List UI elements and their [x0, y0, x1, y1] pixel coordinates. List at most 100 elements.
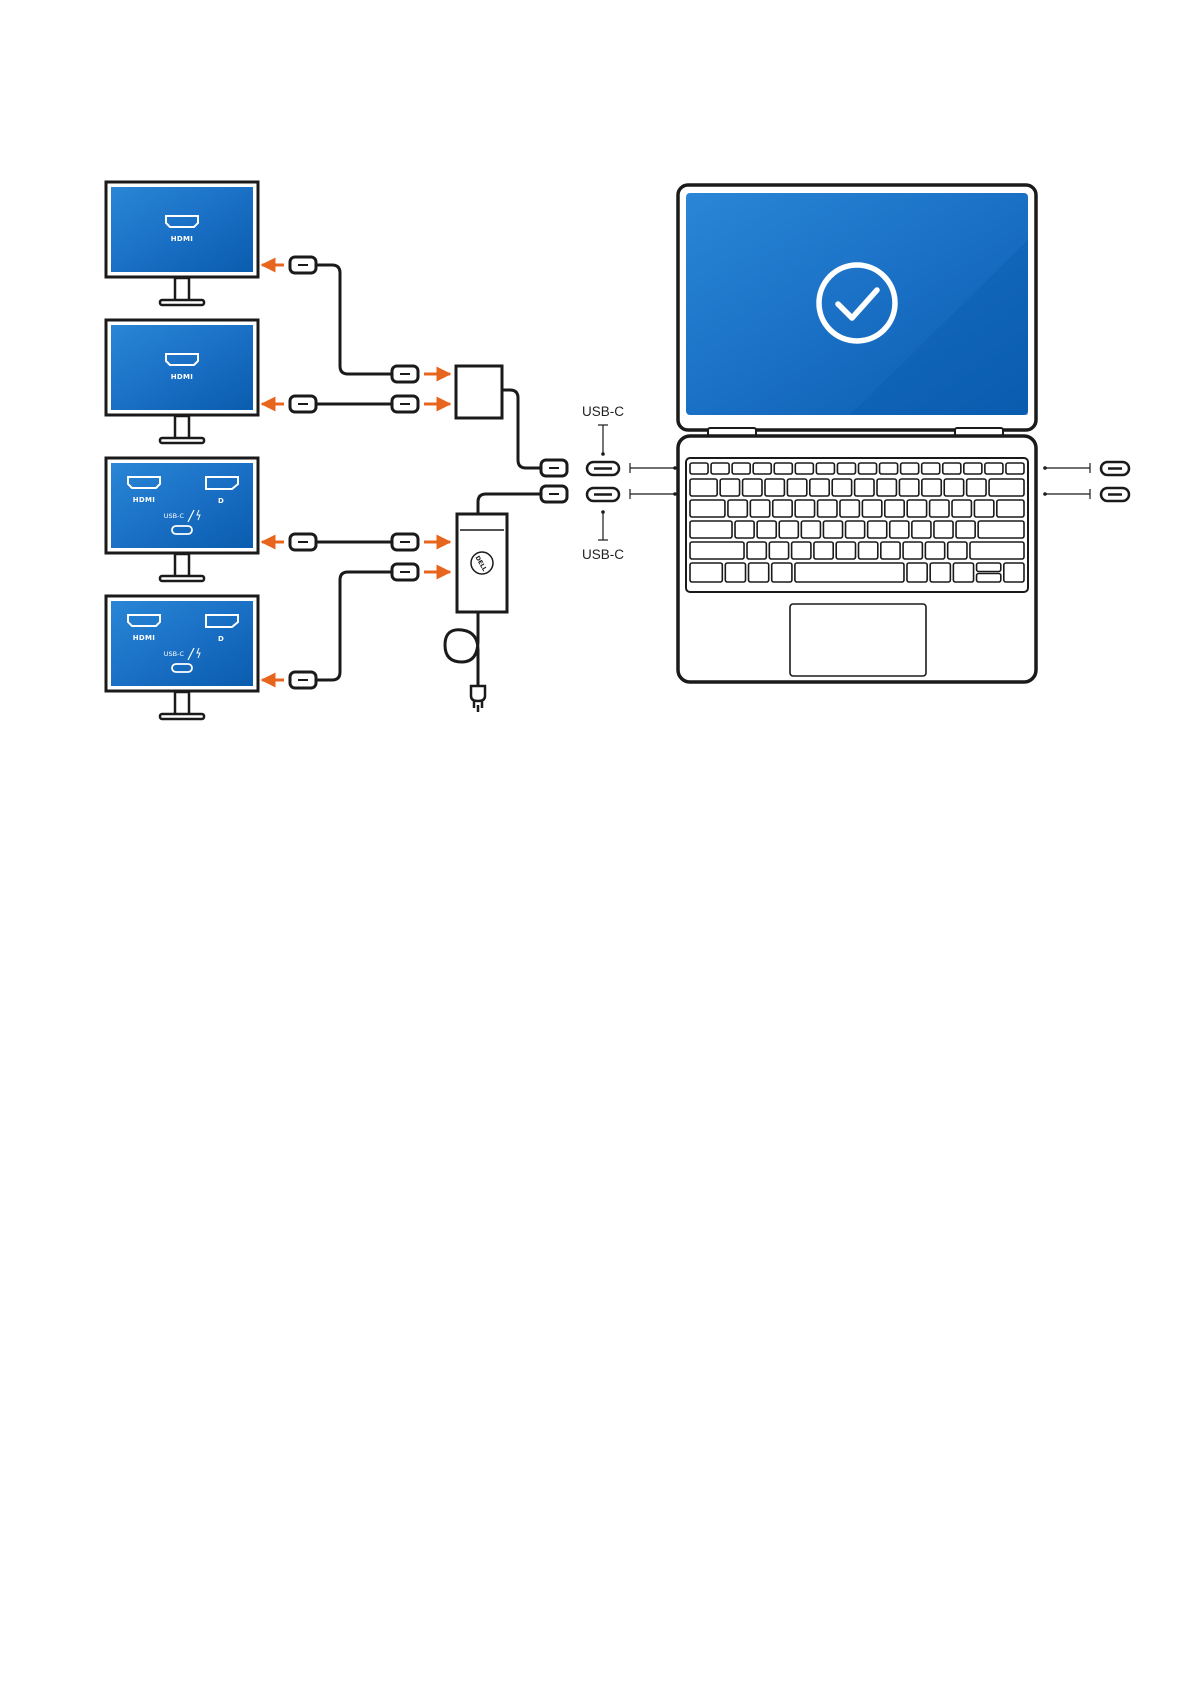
- key: [912, 521, 931, 538]
- laptop-port-indicators-right: [1043, 462, 1129, 501]
- key: [989, 479, 1024, 496]
- key: [862, 500, 881, 517]
- key: [885, 500, 904, 517]
- key: [725, 563, 745, 582]
- key: [795, 500, 814, 517]
- key: [795, 463, 813, 474]
- key: [690, 463, 708, 474]
- key: [801, 521, 820, 538]
- monitor-1: HDMI: [106, 182, 258, 305]
- key: [735, 521, 754, 538]
- key: [877, 479, 896, 496]
- key: [907, 563, 927, 582]
- key: [970, 542, 1024, 559]
- hdmi-label: HDMI: [171, 373, 193, 381]
- usb-c-plug-icon: [392, 564, 418, 580]
- cable-connectors: [290, 257, 567, 688]
- usb-c-adapter: [456, 366, 502, 418]
- key: [880, 463, 898, 474]
- key: [743, 479, 762, 496]
- key: [930, 500, 949, 517]
- key: [952, 500, 971, 517]
- key: [868, 521, 887, 538]
- key: [930, 563, 950, 582]
- usbc-top-label: USB-C: [582, 404, 624, 419]
- key: [779, 521, 798, 538]
- usb-c-port-icon: [587, 462, 619, 475]
- key: [769, 542, 788, 559]
- key: [720, 479, 739, 496]
- key: [859, 542, 878, 559]
- key: [922, 463, 940, 474]
- key: [956, 521, 975, 538]
- key: [747, 542, 766, 559]
- key: [818, 500, 837, 517]
- key: [1004, 563, 1024, 582]
- key: [750, 500, 769, 517]
- key: [690, 521, 732, 538]
- usb-c-plug-icon: [290, 672, 316, 688]
- key: [846, 521, 865, 538]
- key: [837, 463, 855, 474]
- usb-c-plug-icon: [392, 366, 418, 382]
- key: [859, 463, 877, 474]
- touchpad: [790, 604, 926, 676]
- key: [881, 542, 900, 559]
- hdmi-label: HDMI: [171, 235, 193, 243]
- hdmi-label: HDMI: [133, 634, 155, 642]
- usbc-bottom-label: USB-C: [582, 547, 624, 562]
- usbc-label: USB-C: [164, 650, 185, 658]
- key: [836, 542, 855, 559]
- key: [934, 521, 953, 538]
- cables: [316, 265, 541, 686]
- key: [690, 542, 744, 559]
- key: [948, 542, 967, 559]
- usb-c-plug-icon: [541, 486, 567, 502]
- dp-label: D: [218, 497, 224, 505]
- usb-c-plug-icon: [392, 396, 418, 412]
- key: [943, 463, 961, 474]
- key: [922, 479, 941, 496]
- key: [977, 574, 1001, 583]
- usb-c-plug-icon: [290, 534, 316, 550]
- monitor-3: HDMI D USB-C: [106, 458, 258, 581]
- usb-c-plug-icon: [541, 460, 567, 476]
- usb-c-port-icon: [1101, 488, 1129, 501]
- key: [1006, 463, 1024, 474]
- key: [974, 500, 993, 517]
- key: [749, 563, 769, 582]
- key: [978, 521, 1024, 538]
- key: [814, 542, 833, 559]
- key: [795, 563, 904, 582]
- key: [690, 563, 722, 582]
- key: [690, 479, 717, 496]
- key: [977, 563, 1001, 572]
- key: [810, 479, 829, 496]
- key: [774, 463, 792, 474]
- usb-c-port-icon: [587, 488, 619, 501]
- key: [903, 542, 922, 559]
- key: [772, 563, 792, 582]
- key: [967, 479, 986, 496]
- hdmi-label: HDMI: [133, 496, 155, 504]
- power-plug-icon: [471, 686, 485, 712]
- key: [953, 563, 973, 582]
- key: [997, 500, 1024, 517]
- key: [792, 542, 811, 559]
- usb-c-plug-icon: [290, 257, 316, 273]
- key: [711, 463, 729, 474]
- key: [901, 463, 919, 474]
- key: [944, 479, 963, 496]
- key: [964, 463, 982, 474]
- usb-c-plug-icon: [392, 534, 418, 550]
- key: [732, 463, 750, 474]
- dp-label: D: [218, 635, 224, 643]
- key: [823, 521, 842, 538]
- key: [890, 521, 909, 538]
- usbc-label: USB-C: [164, 512, 185, 520]
- power-adapter: DELL: [457, 514, 507, 612]
- monitor-4: HDMI D USB-C: [106, 596, 258, 719]
- key: [925, 542, 944, 559]
- key: [985, 463, 1003, 474]
